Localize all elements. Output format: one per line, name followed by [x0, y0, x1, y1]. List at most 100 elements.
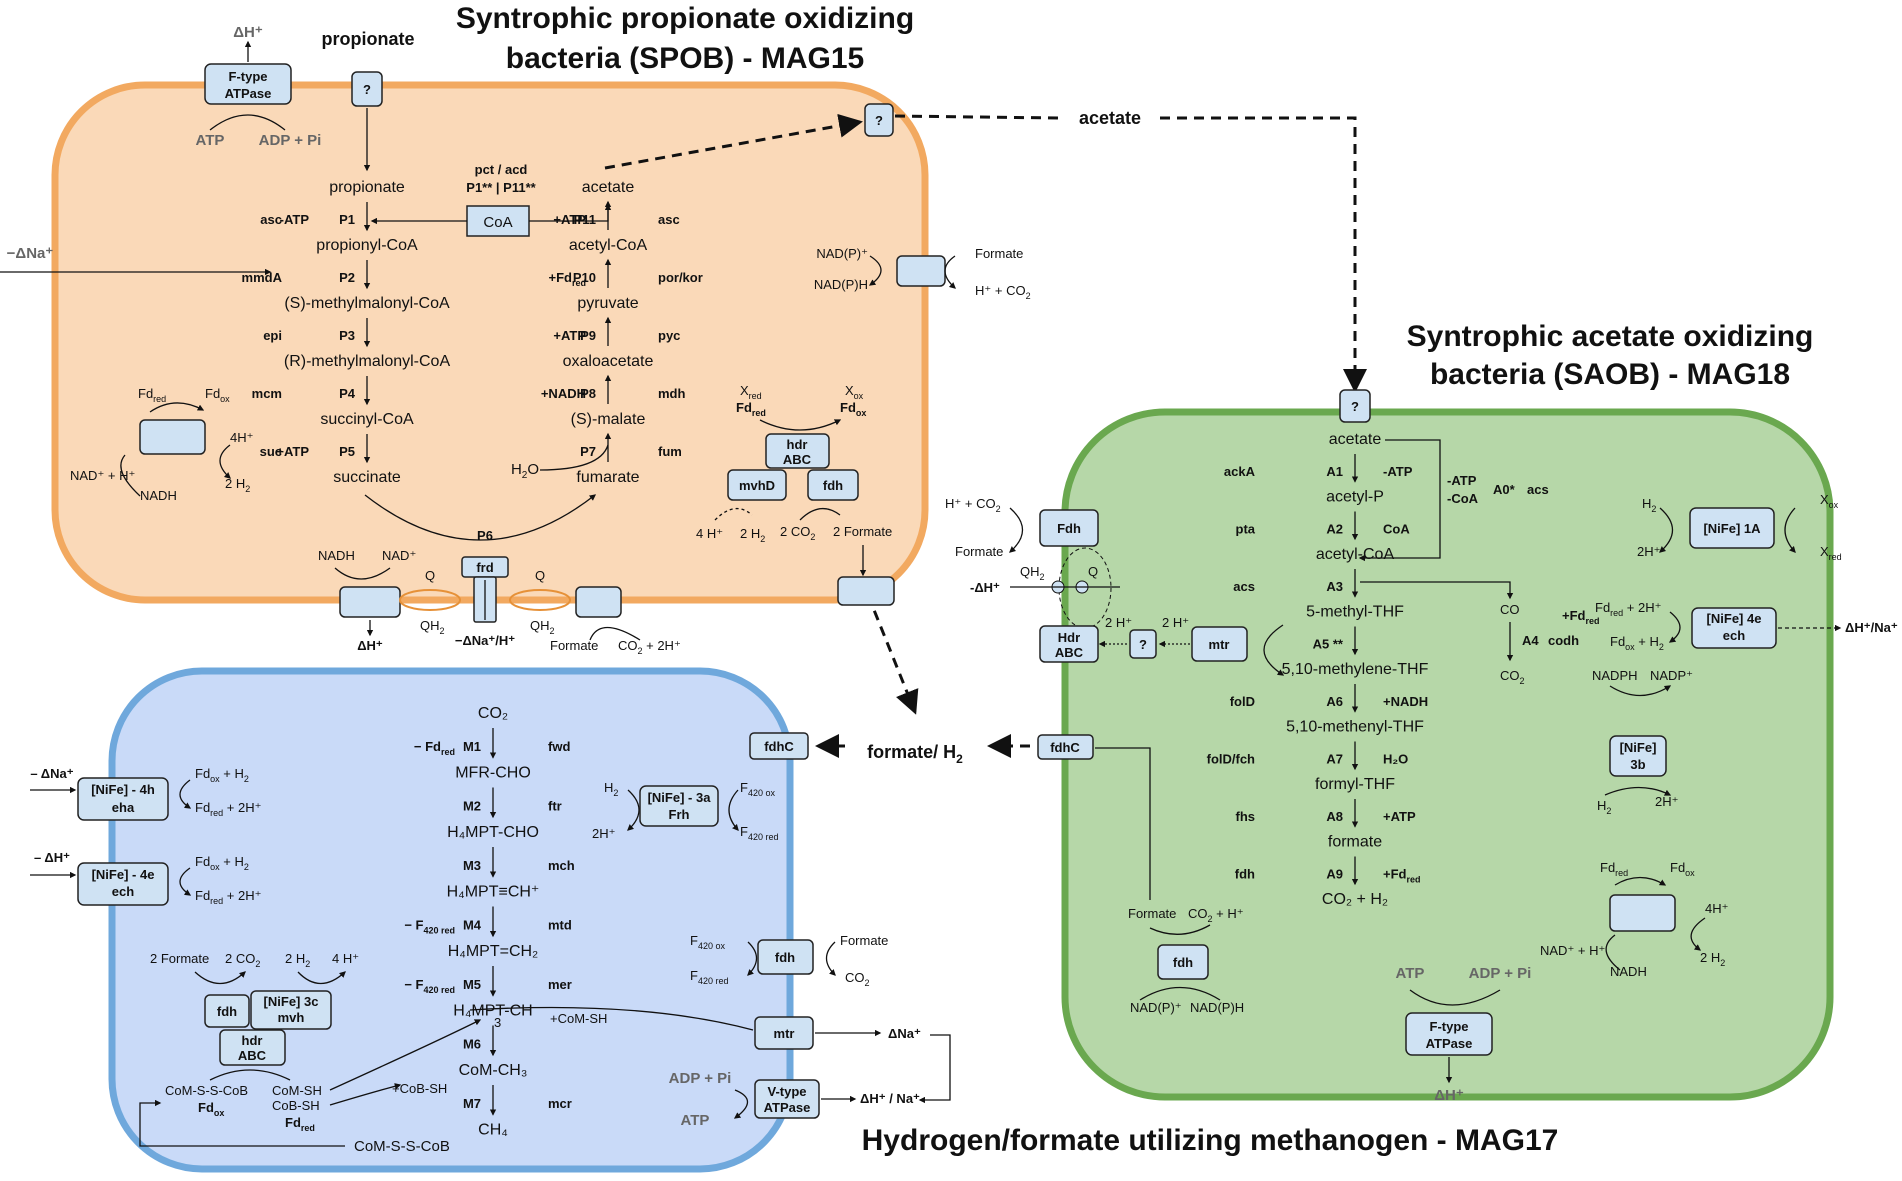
methanogen-title: Hydrogen/formate utilizing methanogen - …: [862, 1124, 1559, 1157]
cofactor-label: − F420 red: [404, 917, 455, 935]
svg-text:ΔH⁺: ΔH⁺: [233, 24, 263, 41]
svg-text:F420 red: F420 red: [690, 968, 728, 986]
saob-nife-1a: H2 2H⁺ [NiFe] 1A Xox Xred: [1637, 492, 1842, 562]
svg-text:Fdred: Fdred: [285, 1115, 315, 1133]
saob-codh: codh: [1548, 633, 1579, 648]
svg-text:CoM-S-S-CoB: CoM-S-S-CoB: [165, 1083, 248, 1098]
flow-formate-h2: formate/ H2: [867, 742, 963, 766]
saob-a0: A0*: [1493, 482, 1516, 497]
enzyme-label: mtd: [548, 917, 572, 932]
metabolite: H₄MPT=CH₂: [448, 943, 539, 960]
svg-text:H2: H2: [1642, 496, 1656, 514]
flow-propionate: propionate: [322, 29, 415, 49]
metabolite: formyl-THF: [1315, 776, 1395, 793]
svg-text:2 H2: 2 H2: [225, 476, 250, 494]
enzyme-label: epi: [263, 328, 282, 343]
step-label: M3: [463, 858, 481, 873]
metabolite: CoM-CH₃: [459, 1062, 528, 1079]
step-label: M4: [463, 917, 482, 932]
spob-pct-acd: pct / acd: [475, 162, 528, 177]
svg-text:2 H2: 2 H2: [285, 951, 310, 969]
svg-text:Q: Q: [535, 568, 545, 583]
spob-title-line1: Syntrophic propionate oxidizing: [456, 2, 914, 35]
cofactor-label: +Fdred: [1383, 866, 1421, 884]
flow-acetate: acetate: [1079, 108, 1141, 128]
svg-text:CO2: CO2: [845, 970, 870, 988]
svg-text:2 H2: 2 H2: [1700, 950, 1725, 968]
metabolite: formate: [1328, 834, 1382, 851]
svg-text:2 H2: 2 H2: [740, 526, 765, 544]
step-label: M6: [463, 1036, 481, 1051]
svg-text:Fdred: Fdred: [1600, 860, 1628, 878]
enzyme-label: folD: [1230, 694, 1255, 709]
svg-text:?: ?: [363, 82, 371, 97]
svg-text:ATP: ATP: [196, 132, 225, 149]
metabolite: H₄MPT-CHO: [447, 824, 539, 841]
spob-nadph-enzyme: NAD(P)⁺ NAD(P)H Formate H⁺ + CO2: [814, 246, 1031, 301]
methanogen-mvh-hdr: 2 Formate 2 CO2 2 H2 4 H⁺ fdh [NiFe] 3c …: [150, 951, 359, 1133]
svg-text:NAD⁺: NAD⁺: [382, 548, 416, 563]
svg-text:mvh: mvh: [278, 1010, 305, 1025]
metabolite: oxaloacetate: [563, 353, 654, 370]
metabolite: pyruvate: [577, 295, 638, 312]
enzyme-label: mcm: [252, 386, 282, 401]
svg-text:2 H⁺: 2 H⁺: [1162, 615, 1189, 630]
svg-text:NADH: NADH: [140, 488, 177, 503]
step-label: A9: [1326, 866, 1343, 881]
svg-text:ABC: ABC: [783, 452, 812, 467]
cofactor-label: − Fdred: [414, 739, 455, 757]
enzyme-label: fdh: [1235, 866, 1255, 881]
svg-text:3b: 3b: [1630, 757, 1645, 772]
spob-hdr-complex: Xred Fdred Xox Fdox hdr ABC mvhD fdh 4 H…: [696, 383, 892, 544]
svg-text:Fdh: Fdh: [1057, 521, 1081, 536]
metabolite: 5,10-methylene-THF: [1282, 661, 1429, 678]
methanogen-fdhc: [749, 732, 809, 760]
svg-text:2 H⁺: 2 H⁺: [1105, 615, 1132, 630]
svg-text:Q: Q: [425, 568, 435, 583]
svg-text:frd: frd: [476, 560, 493, 575]
svg-text:Xred: Xred: [740, 383, 762, 401]
svg-text:fdh: fdh: [217, 1004, 237, 1019]
step-label: A5 **: [1313, 636, 1344, 651]
svg-text:Frh: Frh: [669, 807, 690, 822]
svg-text:eha: eha: [112, 800, 135, 815]
metabolite: propionate: [329, 179, 405, 196]
saob-fdhc: fdhC: [1037, 734, 1151, 900]
svg-text:QH2: QH2: [1020, 564, 1045, 582]
svg-text:fdh: fdh: [775, 950, 795, 965]
svg-text:[NiFe] - 4h: [NiFe] - 4h: [91, 782, 155, 797]
methanogen-coms-bottom: CoM-S-S-CoB: [354, 1138, 450, 1155]
svg-text:fdh: fdh: [1173, 955, 1193, 970]
step-label: M1: [463, 739, 481, 754]
methanogen-ech: – ΔH⁺ [NiFe] - 4e ech Fdox + H2 Fdred + …: [30, 850, 261, 906]
svg-text:NAD(P)H: NAD(P)H: [1190, 1000, 1244, 1015]
metabolite: 5-methyl-THF: [1306, 604, 1404, 621]
metabolite: acetate: [582, 179, 635, 196]
svg-text:2 Formate: 2 Formate: [833, 524, 892, 539]
svg-text:mtr: mtr: [1209, 637, 1230, 652]
saob-transporter-label: ?: [1351, 399, 1359, 414]
saob-co: CO: [1500, 602, 1520, 617]
cofactor-label: -ATP: [280, 212, 310, 227]
svg-text:ech: ech: [112, 884, 134, 899]
svg-text:H⁺ + CO2: H⁺ + CO2: [945, 496, 1001, 514]
svg-text:NADP⁺: NADP⁺: [1650, 668, 1693, 683]
svg-text:Fdox + H2: Fdox + H2: [195, 766, 249, 784]
saob-fdh-bottom: Formate CO2 + H⁺ fdh NAD(P)⁺ NAD(P)H: [1128, 906, 1244, 1015]
enzyme-label: pyc: [658, 328, 680, 343]
step-label: P7: [580, 444, 596, 459]
svg-text:2 CO2: 2 CO2: [780, 524, 815, 542]
svg-text:4H⁺: 4H⁺: [1705, 901, 1728, 916]
svg-text:V-type: V-type: [767, 1084, 806, 1099]
spob-propionate-transporter: ?: [351, 71, 383, 172]
step-label: P10: [573, 270, 596, 285]
svg-text:Formate: Formate: [955, 544, 1003, 559]
metabolite: CO₂: [478, 705, 508, 722]
svg-text:Hdr: Hdr: [1058, 630, 1080, 645]
svg-text:Fdred: Fdred: [736, 400, 766, 418]
step-label: P1: [339, 212, 355, 227]
svg-text:Fdox + H2: Fdox + H2: [195, 854, 249, 872]
svg-text:2 Formate: 2 Formate: [150, 951, 209, 966]
spob-suc-complex: Fdred Fdox 4H⁺ 2 H2 NAD⁺ + H⁺ NADH: [70, 386, 253, 503]
svg-text:Xox: Xox: [1820, 492, 1839, 510]
